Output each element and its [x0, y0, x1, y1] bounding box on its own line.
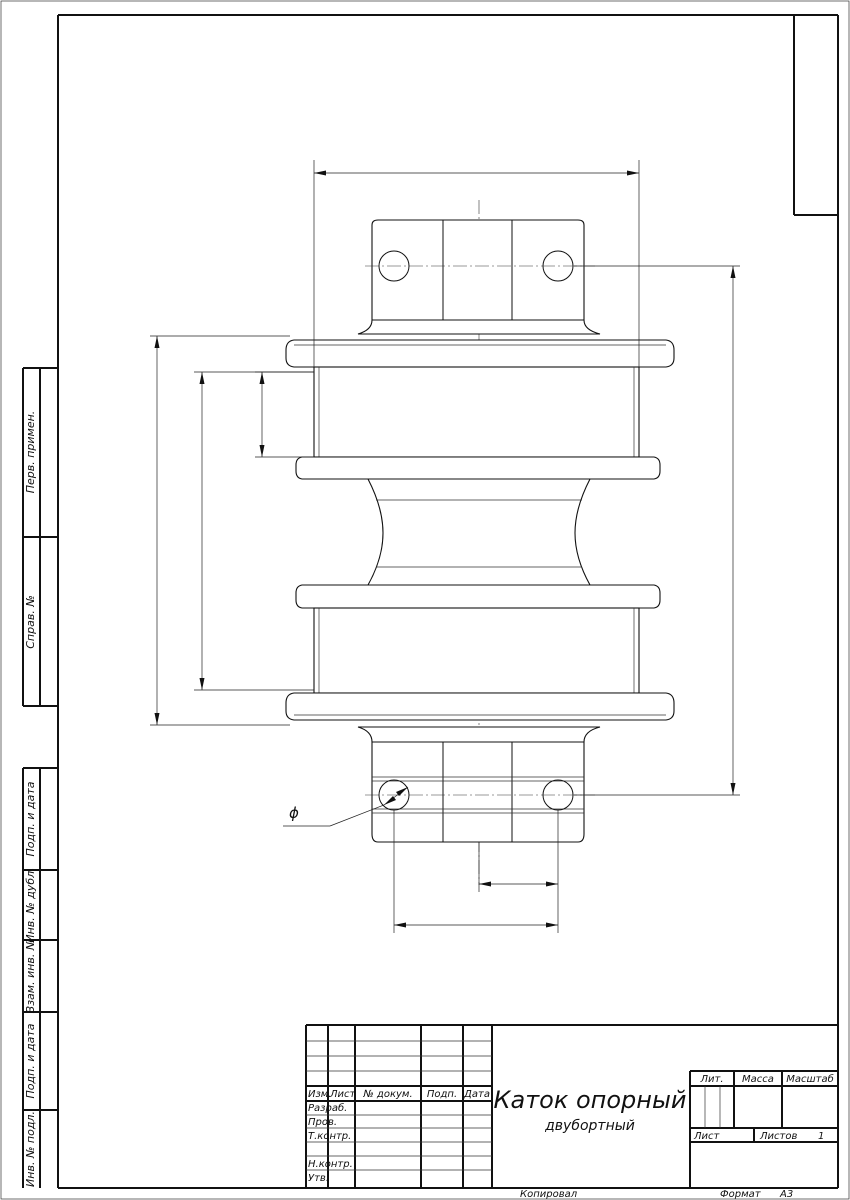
side-label-inv-no-podl: Инв. № подл.: [24, 1111, 37, 1187]
drawing-title: Каток опорный: [493, 1086, 686, 1114]
side-label-perv-primen: Перв. примен.: [24, 411, 37, 494]
label-masshtab: Масштаб: [786, 1073, 834, 1085]
header-izm: Изм.: [308, 1089, 332, 1100]
diameter-symbol: ϕ: [289, 804, 299, 822]
dimension-lines: [150, 160, 740, 933]
row-t-kontr: Т.контр.: [308, 1131, 351, 1142]
header-data: Дата: [463, 1089, 490, 1100]
side-label-vzam-inv-no: Взам. инв. №: [24, 939, 37, 1014]
side-label-sprav-no: Справ. №: [24, 595, 37, 649]
label-lit: Лит.: [699, 1074, 723, 1085]
header-list: Лист: [329, 1089, 357, 1100]
row-utv: Утв.: [308, 1173, 329, 1184]
footer-format-value: А3: [779, 1189, 793, 1200]
roller-part: [285, 219, 675, 843]
top-bracket: [357, 219, 601, 335]
side-label-inv-no-dubl: Инв. № дубл.: [24, 867, 37, 942]
row-n-kontr: Н.контр.: [308, 1159, 353, 1170]
top-right-box: [793, 15, 838, 216]
middle-flange-lower: [295, 584, 661, 609]
drawing-border: [57, 14, 839, 1189]
title-block: [305, 1024, 838, 1188]
drawing-subtitle: двубортный: [544, 1118, 635, 1134]
top-flange: [285, 339, 675, 368]
label-massa: Масса: [742, 1074, 774, 1085]
bottom-flange: [285, 692, 675, 721]
row-razrab: Разраб.: [308, 1102, 347, 1114]
lower-drum: [313, 607, 640, 694]
neck: [367, 478, 591, 586]
side-label-podp-i-data-bottom: Подп. и дата: [24, 1023, 37, 1098]
footer-format-label: Формат: [720, 1189, 762, 1200]
footer-kopiroval: Копировал: [520, 1189, 578, 1200]
header-doc-no: № докум.: [362, 1089, 412, 1100]
side-label-podp-i-data-top: Подп. и дата: [24, 781, 37, 856]
value-listov: 1: [818, 1131, 824, 1142]
label-listov: Листов: [759, 1131, 797, 1142]
header-podp: Подп.: [427, 1089, 457, 1100]
upper-drum: [313, 366, 640, 458]
side-strip: [22, 367, 58, 1188]
label-list: Лист: [693, 1131, 721, 1142]
row-prov: Пров.: [308, 1117, 337, 1128]
middle-flange-upper: [295, 456, 661, 480]
